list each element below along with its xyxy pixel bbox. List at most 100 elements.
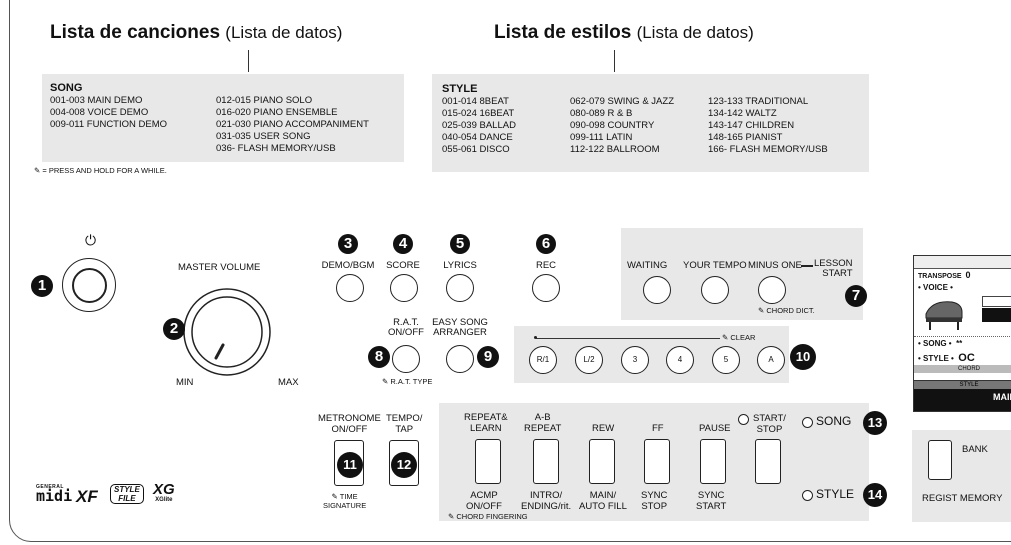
rec-label: REC — [535, 260, 557, 271]
bank-label: BANK — [962, 444, 988, 455]
regist-memory-label: REGIST MEMORY — [922, 493, 1003, 504]
volume-min-label: MIN — [176, 377, 194, 388]
song-led — [802, 417, 813, 428]
start-stop-button[interactable] — [755, 439, 781, 484]
song-mode-label: SONG — [816, 414, 852, 428]
callout-5: 5 — [450, 234, 470, 254]
style-list-title: STYLE — [442, 83, 478, 95]
song-list-box: SONG 001-003 MAIN DEMO 004-008 VOICE DEM… — [42, 74, 404, 162]
waiting-label: WAITING — [627, 260, 668, 271]
ff-button[interactable] — [644, 439, 670, 484]
style-list-item: 148-165 PIANIST — [708, 132, 783, 143]
demo-bgm-button[interactable] — [336, 274, 364, 302]
press-hold-note: ✎ = PRESS AND HOLD FOR A WHILE. — [34, 166, 167, 175]
start-stop-led — [738, 414, 749, 425]
style-list-item: 055-061 DISCO — [442, 144, 510, 155]
chord-fingering-note: ✎ CHORD FINGERING — [448, 512, 528, 521]
minus-one-button[interactable] — [758, 276, 786, 304]
lcd-bottom-bar: STYLE MAIN — [913, 380, 1011, 412]
rew-button[interactable] — [589, 439, 615, 484]
style-list-box: STYLE 001-014 8BEAT 015-024 16BEAT 025-0… — [432, 74, 869, 172]
master-volume-knob[interactable] — [174, 282, 284, 382]
lcd-transpose: TRANSPOSE 0 — [918, 270, 971, 280]
ff-label: FF — [652, 423, 664, 434]
your-tempo-button[interactable] — [701, 276, 729, 304]
intro-ending-label: INTRO/ENDING/rit. — [521, 490, 572, 512]
grand-piano-icon — [925, 301, 963, 330]
callout-1: 1 — [31, 275, 53, 297]
callout-8: 8 — [368, 346, 390, 368]
rew-label: REW — [592, 423, 615, 434]
song-list-item: 021-030 PIANO ACCOMPANIMENT — [216, 119, 369, 130]
track-group-box — [514, 326, 789, 383]
song-list-item: 036- FLASH MEMORY/USB — [216, 143, 336, 154]
style-led — [802, 490, 813, 501]
waiting-button[interactable] — [643, 276, 671, 304]
easy-song-button[interactable] — [446, 345, 474, 373]
lcd-style: • STYLE • OC — [918, 352, 975, 364]
track-5-button[interactable]: 5 — [712, 346, 740, 374]
score-label: SCORE — [386, 260, 420, 271]
style-connector — [614, 50, 615, 72]
master-volume-label: MASTER VOLUME — [178, 262, 261, 273]
repeat-learn-button[interactable] — [475, 439, 501, 484]
bank-button[interactable] — [928, 440, 952, 480]
track-l2-button[interactable]: L/2 — [575, 346, 603, 374]
tempo-label: TEMPO/TAP — [386, 413, 423, 435]
style-list-item: 112-122 BALLROOM — [570, 144, 660, 155]
xg-lite-logo: XG XGlite — [153, 481, 175, 503]
ab-repeat-button[interactable] — [533, 439, 559, 484]
volume-max-label: MAX — [278, 377, 299, 388]
style-list-item: 015-024 16BEAT — [442, 108, 515, 119]
clear-line-dot — [534, 336, 537, 339]
lyrics-button[interactable] — [446, 274, 474, 302]
callout-12: 12 — [391, 452, 417, 478]
start-stop-label: START/STOP — [753, 413, 786, 435]
clear-line — [536, 338, 720, 339]
xf-logo: XF — [76, 487, 98, 506]
minus-one-label: MINUS ONE — [748, 260, 802, 271]
track-4-button[interactable]: 4 — [666, 346, 694, 374]
style-list-item: 025-039 BALLAD — [442, 120, 516, 131]
lcd-chord-bar: CHORD — [914, 365, 1011, 373]
style-list-header: Lista de estilos (Lista de datos) — [494, 22, 754, 43]
song-list-item: 009-011 FUNCTION DEMO — [50, 119, 168, 130]
callout-2: 2 — [163, 318, 185, 340]
pause-button[interactable] — [700, 439, 726, 484]
lcd-voice-number — [982, 308, 1011, 322]
song-list-item: 016-020 PIANO ENSEMBLE — [216, 107, 338, 118]
style-list-item: 062-079 SWING & JAZZ — [570, 96, 675, 107]
rat-label: R.A.T.ON/OFF — [388, 317, 424, 338]
score-button[interactable] — [390, 274, 418, 302]
song-list-item: 004-008 VOICE DEMO — [50, 107, 149, 118]
style-list-item: 143-147 CHILDREN — [708, 120, 795, 131]
power-button-ring[interactable] — [62, 258, 116, 312]
rat-button[interactable] — [392, 345, 420, 373]
style-list-item: 134-142 WALTZ — [708, 108, 777, 119]
song-connector — [248, 50, 249, 72]
panel-outline — [9, 0, 1011, 542]
rat-type-note: ✎ R.A.T. TYPE — [382, 377, 433, 386]
chord-dict-note: ✎ CHORD DICT. — [758, 306, 815, 315]
song-list-header: Lista de canciones (Lista de datos) — [50, 22, 343, 43]
style-list-item: 040-054 DANCE — [442, 132, 513, 143]
power-button[interactable] — [72, 268, 107, 303]
lcd-voice: • VOICE • — [918, 283, 953, 292]
demo-bgm-label: DEMO/BGM — [321, 260, 375, 271]
callout-13: 13 — [863, 411, 887, 435]
track-3-button[interactable]: 3 — [621, 346, 649, 374]
rec-button[interactable] — [532, 274, 560, 302]
style-list-item: 080-089 R & B — [570, 108, 633, 119]
callout-9: 9 — [477, 346, 499, 368]
callout-14: 14 — [863, 483, 887, 507]
lcd-voice-box — [982, 296, 1011, 307]
track-a-button[interactable]: A — [757, 346, 785, 374]
song-list-title: SONG — [50, 82, 83, 94]
track-r1-button[interactable]: R/1 — [529, 346, 557, 374]
